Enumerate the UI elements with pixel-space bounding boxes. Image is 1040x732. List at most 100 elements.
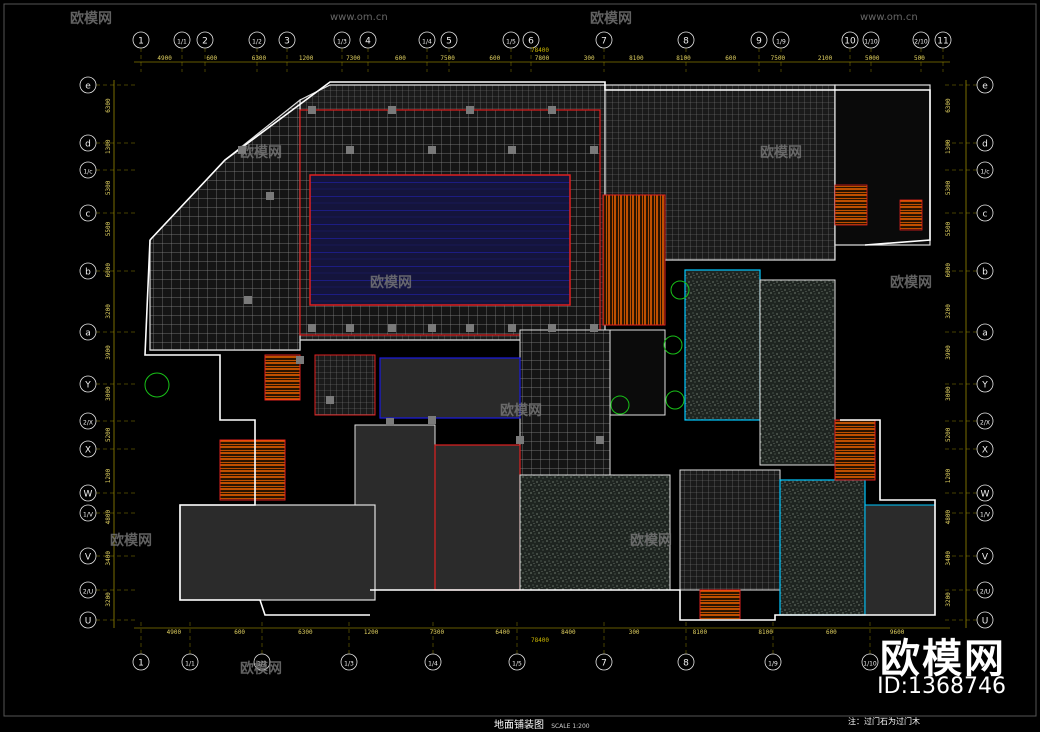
axis-bubble: 1/V — [79, 504, 97, 522]
axis-bubble: 1/2 — [253, 653, 271, 671]
svg-text:1/10: 1/10 — [863, 661, 877, 668]
svg-text:7: 7 — [601, 37, 607, 47]
dimension-value: 3400 — [945, 551, 952, 566]
axis-bubble: 3 — [278, 31, 296, 49]
svg-text:1: 1 — [138, 37, 144, 47]
axis-bubble: b — [976, 262, 994, 280]
dimension-value: 7500 — [440, 55, 455, 62]
tree-courtyard-a — [610, 395, 630, 415]
drawing-note: 注：过门石为过门木 — [848, 717, 920, 726]
dimension-value: 1200 — [299, 55, 314, 62]
watermark-url: www.om.cn — [860, 12, 918, 23]
column — [296, 356, 304, 364]
axis-bubble: e — [79, 76, 97, 94]
wood-deck-east — [899, 199, 923, 231]
svg-text:9: 9 — [756, 37, 762, 47]
room-southeast-stone — [779, 479, 866, 616]
column — [590, 146, 598, 154]
watermark-brand: 欧模网 — [240, 145, 282, 161]
drawing-frame — [3, 3, 1037, 717]
dimension-value: 1300 — [945, 139, 952, 154]
axis-bubble: V — [976, 547, 994, 565]
axis-bubble: 1 — [132, 31, 150, 49]
axis-bubble: a — [79, 323, 97, 341]
svg-text:V: V — [982, 553, 989, 563]
dimension-value: 5500 — [105, 221, 112, 236]
watermark-brand: 欧模网 — [760, 145, 802, 161]
watermark-logo: 欧模网 — [880, 636, 1006, 682]
column — [346, 146, 354, 154]
svg-text:1/2: 1/2 — [252, 39, 262, 46]
axis-bubble: 2/U — [79, 581, 97, 599]
svg-text:1/1: 1/1 — [185, 661, 195, 668]
watermark-brand: 欧模网 — [240, 661, 282, 677]
svg-text:6: 6 — [528, 37, 534, 47]
column — [326, 396, 334, 404]
svg-text:2/U: 2/U — [980, 589, 990, 596]
dimension-value: 600 — [725, 55, 736, 62]
total-dimension-top: 78400 — [531, 47, 549, 54]
dimension-value: 600 — [489, 55, 500, 62]
axis-bubble: 6 — [522, 31, 540, 49]
dimension-value: 3200 — [945, 592, 952, 607]
wood-stair-southwest — [219, 439, 286, 501]
dimension-value: 8100 — [758, 629, 773, 636]
dimension-value: 3200 — [945, 304, 952, 319]
west-wing-floor — [149, 98, 301, 351]
dimension-value: 3000 — [945, 386, 952, 401]
svg-text:a: a — [982, 329, 988, 339]
wood-deck-small — [834, 184, 868, 226]
axis-bubble: a — [976, 323, 994, 341]
dimension-value: 6300 — [945, 98, 952, 113]
column — [308, 106, 316, 114]
svg-text:2/10: 2/10 — [914, 39, 928, 46]
dimension-value: 3900 — [945, 345, 952, 360]
watermark-brand: 欧模网 — [370, 275, 412, 291]
axis-bubble: 1/3 — [333, 31, 351, 49]
svg-text:1/4: 1/4 — [422, 39, 432, 46]
svg-text:3: 3 — [284, 37, 290, 47]
dimension-value: 3400 — [105, 551, 112, 566]
axis-grid-lines — [96, 48, 977, 654]
wall-outlines — [144, 81, 936, 621]
axis-bubble: X — [79, 440, 97, 458]
room-southeast-end — [864, 504, 936, 616]
dimension-value: 7300 — [430, 629, 445, 636]
axis-bubble: 1/5 — [502, 31, 520, 49]
dimension-value: 7500 — [771, 55, 786, 62]
dimension-value: 6400 — [495, 629, 510, 636]
column — [548, 106, 556, 114]
axis-bubble: 9 — [750, 31, 768, 49]
drawing-title: 地面铺装图 — [494, 720, 544, 731]
svg-text:d: d — [982, 140, 988, 150]
dimension-value: 5500 — [945, 221, 952, 236]
dimension-value: 600 — [234, 629, 245, 636]
axis-bubble: 11 — [934, 31, 952, 49]
svg-text:1/9: 1/9 — [776, 39, 786, 46]
axis-bubble: 8 — [677, 31, 695, 49]
axis-bubble: 4 — [359, 31, 377, 49]
axis-bubble: 7 — [595, 653, 613, 671]
svg-text:8: 8 — [683, 659, 689, 669]
axis-bubble: W — [79, 484, 97, 502]
dimension-lines — [113, 61, 967, 629]
svg-text:b: b — [85, 268, 91, 278]
watermark-url: www.om.cn — [330, 12, 388, 23]
dimension-value: 300 — [629, 629, 640, 636]
axis-bubble: 1/9 — [772, 31, 790, 49]
axis-bubble: 1 — [132, 653, 150, 671]
column — [308, 324, 316, 332]
column — [516, 436, 524, 444]
dimension-value: 5300 — [945, 180, 952, 195]
dimension-value: 6000 — [105, 263, 112, 278]
column — [508, 146, 516, 154]
axis-bubble: 1/4 — [418, 31, 436, 49]
axis-bubble: 1/3 — [340, 653, 358, 671]
svg-text:1/5: 1/5 — [512, 661, 522, 668]
dimension-value: 8100 — [629, 55, 644, 62]
dimension-value: 9600 — [890, 629, 905, 636]
wood-deck-steps — [602, 194, 666, 326]
dimension-value: 5000 — [865, 55, 880, 62]
axis-bubble: U — [976, 611, 994, 629]
